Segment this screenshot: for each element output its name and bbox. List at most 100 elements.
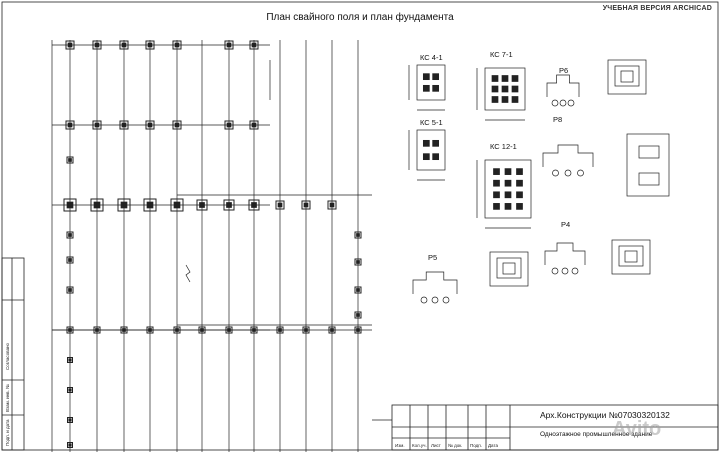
column-mark bbox=[174, 42, 180, 48]
pile-cap bbox=[328, 326, 336, 334]
pile-cap bbox=[196, 199, 208, 211]
label-p4: Р4 bbox=[561, 220, 571, 229]
cap-inner bbox=[496, 257, 522, 279]
column-mark bbox=[66, 201, 74, 209]
pile-cap bbox=[63, 198, 77, 212]
pile bbox=[422, 139, 430, 147]
pile bbox=[491, 75, 499, 82]
pile-head bbox=[559, 99, 567, 107]
pile-cap bbox=[66, 286, 74, 294]
pile-cap bbox=[198, 326, 206, 334]
pile-cap bbox=[67, 442, 73, 448]
pile bbox=[504, 203, 512, 210]
pile-cap bbox=[224, 120, 234, 130]
column-mark bbox=[67, 122, 73, 128]
pile bbox=[516, 179, 523, 187]
label-ks-5-1: КС 5-1 bbox=[420, 118, 443, 127]
pile-field-plan bbox=[51, 40, 372, 452]
break-mark bbox=[185, 264, 191, 283]
stamp-col-izm: Изм. bbox=[395, 443, 405, 448]
pile-head bbox=[431, 296, 439, 304]
educational-version-watermark: УЧЕБНАЯ ВЕРСИЯ ARCHICAD bbox=[602, 5, 712, 12]
column-mark bbox=[68, 358, 72, 362]
column-mark bbox=[68, 418, 72, 422]
pile-cap bbox=[354, 231, 362, 239]
pile-cap bbox=[93, 326, 101, 334]
column-mark bbox=[147, 42, 153, 48]
column-mark bbox=[146, 201, 154, 209]
pile-cap bbox=[250, 326, 258, 334]
cap-inner bbox=[618, 245, 644, 267]
pile-cap bbox=[172, 40, 182, 50]
pile-cap bbox=[275, 200, 285, 210]
cap-inner bbox=[614, 65, 640, 87]
pile-cap bbox=[65, 120, 75, 130]
label-p8: Р8 bbox=[553, 115, 563, 124]
pile-cap bbox=[249, 120, 259, 130]
column-mark bbox=[356, 313, 360, 317]
plan-p4 bbox=[611, 239, 651, 275]
pile bbox=[493, 168, 500, 175]
pile-cap bbox=[143, 198, 157, 212]
pile bbox=[491, 96, 499, 103]
label-ks-7-1: КС 7-1 bbox=[490, 50, 513, 59]
side-stamp bbox=[1, 257, 25, 451]
stamp-col-podp: Подп. bbox=[470, 443, 482, 448]
column-mark bbox=[94, 122, 100, 128]
pile-cap bbox=[276, 326, 284, 334]
pile bbox=[511, 85, 519, 93]
column-mark bbox=[68, 258, 72, 262]
pile-cap bbox=[302, 326, 310, 334]
pile-cap bbox=[145, 40, 155, 50]
pile-cap bbox=[119, 120, 129, 130]
column-mark bbox=[356, 233, 360, 237]
pile-cap bbox=[119, 40, 129, 50]
column-mark bbox=[278, 328, 282, 332]
column-mark bbox=[303, 202, 309, 208]
pile bbox=[501, 85, 509, 93]
pile bbox=[422, 73, 430, 81]
pile-cap bbox=[90, 198, 104, 212]
pile-head bbox=[442, 296, 450, 304]
column-mark bbox=[356, 328, 360, 332]
pile bbox=[511, 96, 519, 103]
column-mark bbox=[277, 202, 283, 208]
stamp-col-ndok: № док. bbox=[448, 443, 463, 448]
pile-cap bbox=[66, 326, 74, 334]
pile-cap bbox=[65, 40, 75, 50]
pile-cap bbox=[67, 387, 73, 393]
column-mark bbox=[226, 202, 232, 208]
pile-cap bbox=[354, 326, 362, 334]
stamp-col-list: Лист bbox=[431, 443, 441, 448]
column-mark bbox=[122, 328, 126, 332]
pile-cap bbox=[117, 198, 131, 212]
pile-cap bbox=[301, 200, 311, 210]
column-mark bbox=[68, 328, 72, 332]
pile-cap bbox=[224, 40, 234, 50]
column-mark bbox=[175, 328, 179, 332]
pile bbox=[501, 96, 509, 103]
pile-head bbox=[561, 267, 569, 275]
column-mark bbox=[148, 328, 152, 332]
plan-p6 bbox=[607, 59, 647, 95]
pile-head bbox=[552, 169, 559, 177]
column-mark bbox=[356, 288, 360, 292]
pile-cap bbox=[225, 326, 233, 334]
plan-p5 bbox=[489, 251, 529, 287]
pile bbox=[422, 84, 430, 92]
column-mark bbox=[252, 328, 256, 332]
cap-ks-4-1 bbox=[416, 64, 446, 101]
pile bbox=[432, 73, 440, 81]
label-ks-12-1: КС 12-1 bbox=[490, 142, 517, 151]
column-mark bbox=[251, 122, 257, 128]
avito-watermark: Avito bbox=[612, 418, 662, 440]
column-mark bbox=[147, 122, 153, 128]
pile-cap bbox=[66, 231, 74, 239]
column-mark bbox=[121, 122, 127, 128]
column-mark bbox=[174, 122, 180, 128]
pile-head bbox=[564, 169, 572, 177]
pile bbox=[504, 191, 512, 199]
column-mark bbox=[330, 328, 334, 332]
